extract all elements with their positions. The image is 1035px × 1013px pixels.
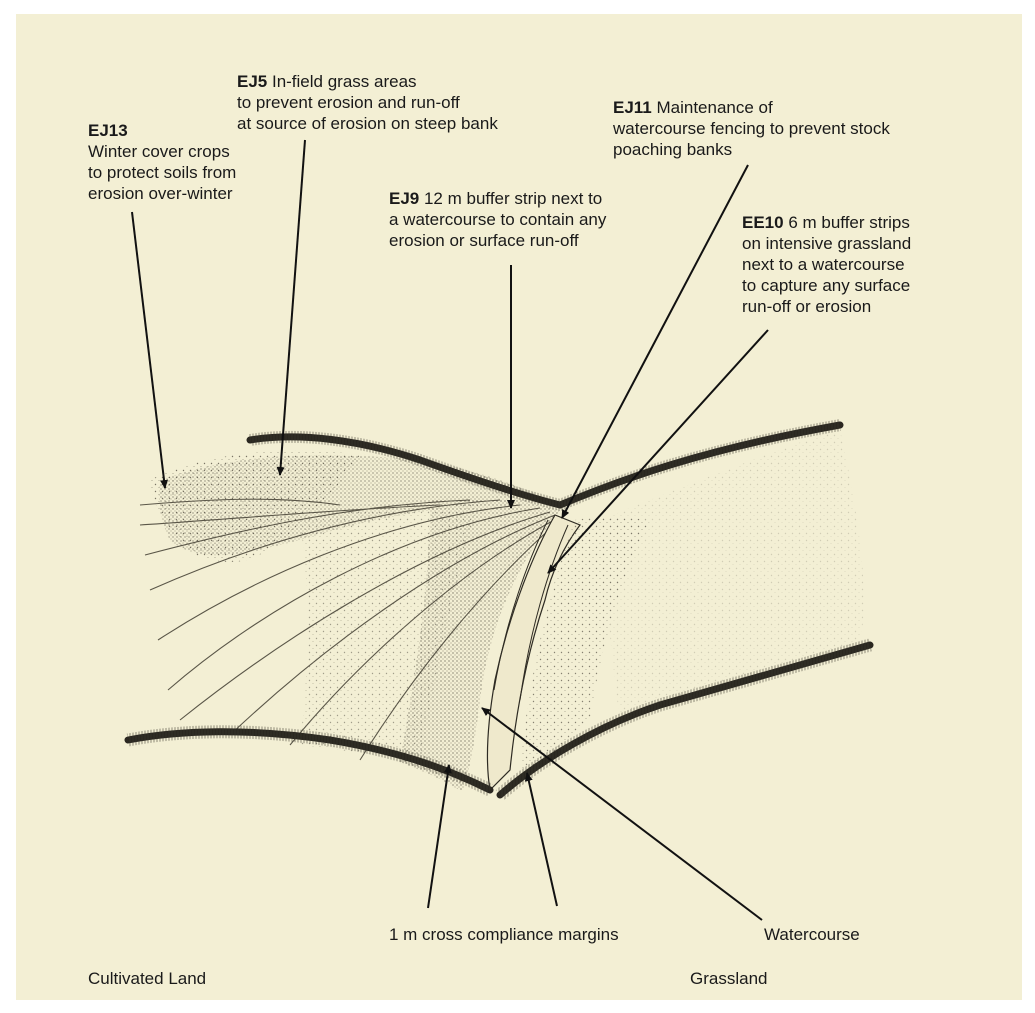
label-ej11-first: Maintenance of <box>652 98 773 117</box>
label-ej9-line1: a watercourse to contain any <box>389 209 606 230</box>
label-ej13-line3: erosion over-winter <box>88 183 236 204</box>
label-ej13-line2: to protect soils from <box>88 162 236 183</box>
arrow-margin-left <box>428 765 449 908</box>
arrow-watercourse <box>482 708 762 920</box>
label-ej5-code: EJ5 <box>237 72 267 91</box>
label-ej13-line1: Winter cover crops <box>88 141 236 162</box>
label-ej5-line1: to prevent erosion and run-off <box>237 92 498 113</box>
label-watercourse: Watercourse <box>764 925 860 945</box>
label-ej11-code: EJ11 <box>613 98 652 117</box>
label-ej5-first: In-field grass areas <box>267 72 416 91</box>
label-ee10-line1: on intensive grassland <box>742 233 911 254</box>
label-ej9-line2: erosion or surface run-off <box>389 230 606 251</box>
label-ee10-line4: run-off or erosion <box>742 296 911 317</box>
label-ej9: EJ9 12 m buffer strip next to a watercou… <box>389 188 606 251</box>
arrow-margin-right <box>527 773 557 906</box>
label-ee10-line3: to capture any surface <box>742 275 911 296</box>
label-margins: 1 m cross compliance margins <box>389 925 619 945</box>
label-ej5: EJ5 In-field grass areas to prevent eros… <box>237 71 498 134</box>
label-ej9-code: EJ9 <box>389 189 419 208</box>
label-cultivated-land: Cultivated Land <box>88 969 206 989</box>
label-ej5-line2: at source of erosion on steep bank <box>237 113 498 134</box>
arrow-ej13 <box>132 212 165 488</box>
label-ee10-line2: next to a watercourse <box>742 254 911 275</box>
label-ej11-line2: poaching banks <box>613 139 890 160</box>
label-ej13: EJ13 Winter cover crops to protect soils… <box>88 120 236 204</box>
label-grassland: Grassland <box>690 969 767 989</box>
label-ee10-code: EE10 <box>742 213 784 232</box>
label-ej13-code: EJ13 <box>88 120 236 141</box>
label-ej11-line1: watercourse fencing to prevent stock <box>613 118 890 139</box>
label-ej11: EJ11 Maintenance of watercourse fencing … <box>613 97 890 160</box>
label-ee10-first: 6 m buffer strips <box>784 213 910 232</box>
label-ej9-first: 12 m buffer strip next to <box>419 189 602 208</box>
label-ee10: EE10 6 m buffer strips on intensive gras… <box>742 212 911 317</box>
arrow-ej5 <box>280 140 305 475</box>
